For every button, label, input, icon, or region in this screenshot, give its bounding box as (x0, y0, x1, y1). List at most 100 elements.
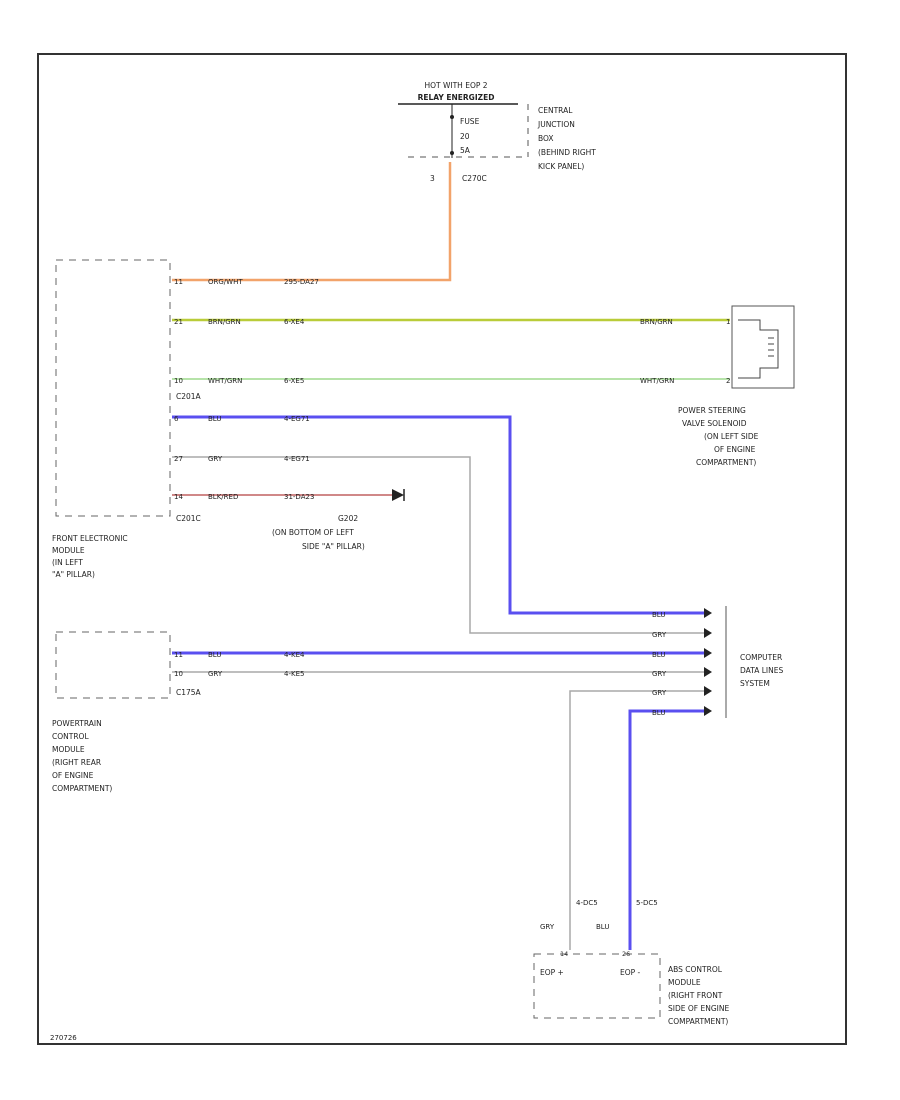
dataline-color-2: GRY (652, 631, 667, 639)
power-source-line1: HOT WITH EOP 2 (424, 81, 487, 90)
dataline-color-1: BLU (652, 611, 665, 619)
abs-wire-blu-color: BLU (596, 923, 609, 931)
fem-pin-6: 14 (174, 493, 183, 501)
fem-pin-2: 21 (174, 318, 183, 326)
dataline-color-4: GRY (652, 670, 667, 678)
fem-wire5-color: GRY (208, 455, 223, 463)
abs-label-5: COMPARTMENT) (668, 1017, 728, 1026)
wire-orange-fem-to-cjb (172, 162, 452, 282)
fem-wire5-circuit: 4-EG71 (284, 455, 310, 463)
cjb-connector: C270C (462, 174, 487, 183)
dataline-arrow-icons (704, 608, 712, 716)
pssv-label-5: COMPARTMENT) (696, 458, 756, 467)
arrow-icon (704, 686, 712, 696)
abs-label-2: MODULE (668, 978, 701, 987)
pssv-pin-2: 2 (726, 377, 730, 385)
cjb-pin: 3 (430, 174, 435, 183)
pssv-wire1-color: BRN/GRN (640, 318, 673, 326)
cjb-label-5: KICK PANEL) (538, 162, 584, 171)
fem-label-2: MODULE (52, 546, 85, 555)
abs-pin-right: EOP - (620, 968, 641, 977)
fem-wire4-circuit: 4-EG71 (284, 415, 310, 423)
dataline-color-6: BLU (652, 709, 665, 717)
ground-id: G202 (338, 514, 358, 523)
arrow-icon (704, 706, 712, 716)
pcm-wire1-color: BLU (208, 651, 221, 659)
pcm-label-2: CONTROL (52, 732, 89, 741)
pcm-label-5: OF ENGINE (52, 771, 94, 780)
fem-wire1-circuit: 295-DA27 (284, 278, 319, 286)
pssv-solenoid-icon (738, 319, 779, 379)
fem-connector-top: C201A (176, 392, 202, 401)
fem-pin-1: 11 (174, 278, 183, 286)
fem-pin-5: 27 (174, 455, 183, 463)
fem-label-4: "A" PILLAR) (52, 570, 95, 579)
fem-connector-bottom: C201C (176, 514, 201, 523)
fuse-rating: 5A (460, 146, 471, 155)
fuse-terminal-top (450, 115, 454, 119)
abs-wire-blu-circuit: 5-DC5 (636, 899, 658, 907)
pcm-box (55, 631, 171, 699)
pssv-label-2: VALVE SOLENOID (682, 419, 747, 428)
pcm-wire2-circuit: 4-KE5 (284, 670, 304, 678)
pcm-wire2-color: GRY (208, 670, 223, 678)
fem-label-3: (IN LEFT (52, 558, 83, 567)
arrow-icon (704, 667, 712, 677)
abs-label-3: (RIGHT FRONT (668, 991, 723, 1000)
cjb-label-4: (BEHIND RIGHT (538, 148, 596, 157)
pssv-label-4: OF ENGINE (714, 445, 756, 454)
fuse-number: 20 (460, 132, 470, 141)
cjb-label-1: CENTRAL (538, 106, 573, 115)
dataline-label-2: DATA LINES (740, 666, 783, 675)
footer-code: 270726 (50, 1034, 77, 1042)
dataline-label-3: SYSTEM (740, 679, 770, 688)
arrow-icon (704, 628, 712, 638)
ground-location-2: SIDE "A" PILLAR) (302, 542, 365, 551)
pssv-label-1: POWER STEERING (678, 406, 746, 415)
pcm-wire1-circuit: 4-KE4 (284, 651, 305, 659)
wire-blu-fem-to-datalines (172, 415, 706, 615)
fem-wire6-circuit: 31-DA23 (284, 493, 314, 501)
abs-pin-left: EOP + (540, 968, 564, 977)
fuse-terminal-bottom (450, 151, 454, 155)
fem-wire1-color: ORG/WHT (208, 278, 243, 286)
pcm-label-1: POWERTRAIN (52, 719, 102, 728)
dataline-color-3: BLU (652, 651, 665, 659)
arrow-icon (704, 648, 712, 658)
dataline-color-5: GRY (652, 689, 667, 697)
fem-wire6-color: BLK/RED (208, 493, 238, 501)
fem-box (55, 259, 171, 517)
abs-label-4: SIDE OF ENGINE (668, 1004, 729, 1013)
pssv-box (731, 305, 795, 389)
fem-wire2-circuit: 6-XE4 (284, 318, 305, 326)
pcm-label-6: COMPARTMENT) (52, 784, 112, 793)
fem-label-1: FRONT ELECTRONIC (52, 534, 128, 543)
wire-blu-abs-to-datalines (628, 709, 706, 950)
wire-gry-fem-to-datalines (172, 456, 706, 634)
cjb-label-2: JUNCTION (537, 120, 575, 129)
pcm-connector: C175A (176, 688, 202, 697)
fem-pin-3: 10 (174, 377, 183, 385)
dataline-label-1: COMPUTER (740, 653, 782, 662)
fem-pin-4: 6 (174, 415, 179, 423)
abs-box (533, 953, 661, 1019)
pssv-wire2-color: WHT/GRN (640, 377, 674, 385)
fem-wire3-circuit: 6-XE5 (284, 377, 304, 385)
ground-location-1: (ON BOTTOM OF LEFT (272, 528, 354, 537)
pcm-label-4: (RIGHT REAR (52, 758, 101, 767)
pssv-label-3: (ON LEFT SIDE (704, 432, 759, 441)
cjb-label-3: BOX (538, 134, 554, 143)
wire-gry-abs-to-datalines (569, 690, 706, 950)
fem-wire4-color: BLU (208, 415, 221, 423)
fem-wire3-color: WHT/GRN (208, 377, 242, 385)
fuse-label: FUSE (460, 117, 480, 126)
abs-label-1: ABS CONTROL (668, 965, 723, 974)
power-source-line2: RELAY ENERGIZED (418, 93, 495, 102)
pssv-pin-1: 1 (726, 318, 730, 326)
pcm-pin-2: 10 (174, 670, 183, 678)
pcm-pin-1: 11 (174, 651, 183, 659)
arrow-icon (704, 608, 712, 618)
abs-wire-gry-circuit: 4-DC5 (576, 899, 598, 907)
